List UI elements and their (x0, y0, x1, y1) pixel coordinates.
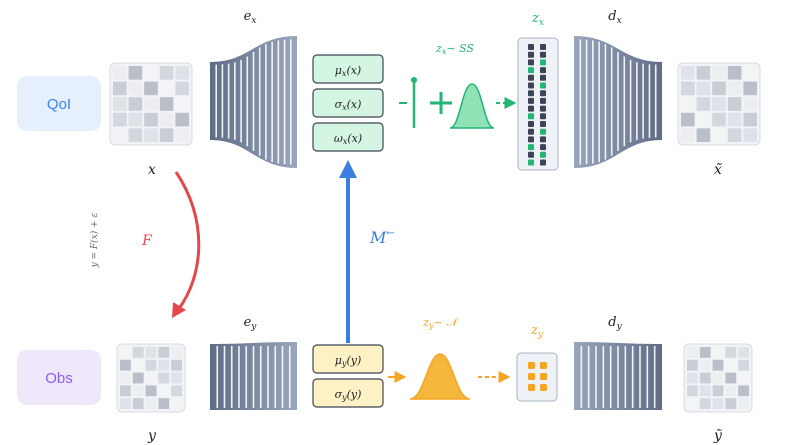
zy-latent-vector (516, 352, 558, 402)
mu-x-box: μx(x) (312, 54, 384, 84)
zy-prior-label: zy∼ 𝒩 (422, 316, 460, 330)
encoder-ey (210, 342, 297, 410)
y-label: y (147, 428, 157, 444)
slab-gaussian-icon (449, 83, 495, 129)
x-label: x (148, 162, 156, 178)
obs-label: Obs (45, 370, 73, 387)
x-tilde-label: x̃ (714, 162, 722, 178)
qoi-badge: QoI (17, 76, 101, 131)
obs-badge: Obs (17, 350, 101, 405)
plus-icon (430, 92, 452, 114)
latent-map-label: M← (369, 228, 395, 247)
svg-text:σx(x): σx(x) (335, 98, 362, 112)
gaussian-icon (409, 353, 471, 400)
decoder-dy (574, 342, 662, 410)
zy-label: zy (530, 323, 544, 340)
zx-label: zx (531, 11, 544, 28)
output-x-grid (677, 62, 761, 146)
omega-x-box: ωx(x) (312, 122, 384, 152)
input-x-grid (109, 62, 193, 146)
ey-label: ey (244, 315, 258, 332)
encoder-ex (210, 36, 297, 168)
latent-map-arrow (339, 160, 357, 343)
ex-label: ex (244, 9, 257, 26)
qoi-label: QoI (47, 96, 71, 113)
svg-text:σy(y): σy(y) (335, 388, 362, 402)
forward-map-label: F (141, 233, 153, 249)
zx-prior-label: zx∼ SS (435, 42, 474, 56)
spike-icon (399, 77, 417, 128)
dx-label: dx (608, 9, 621, 26)
zx-latent-vector (517, 37, 559, 171)
y-tilde-label: ỹ (713, 428, 723, 444)
dy-label: dy (608, 315, 622, 332)
svg-text:ωx(x): ωx(x) (334, 132, 362, 146)
sigma-x-box: σx(x) (312, 88, 384, 118)
forward-equation: y = F(x) + ε (89, 212, 100, 268)
decoder-dx (574, 36, 662, 168)
sigma-y-box: σy(y) (312, 378, 384, 408)
svg-text:μx(x): μx(x) (335, 64, 361, 78)
forward-map-arrow (172, 171, 201, 318)
mu-y-box: μy(y) (312, 344, 384, 374)
output-y-grid (683, 343, 753, 413)
svg-text:μy(y): μy(y) (335, 354, 362, 368)
input-y-grid (116, 343, 186, 413)
